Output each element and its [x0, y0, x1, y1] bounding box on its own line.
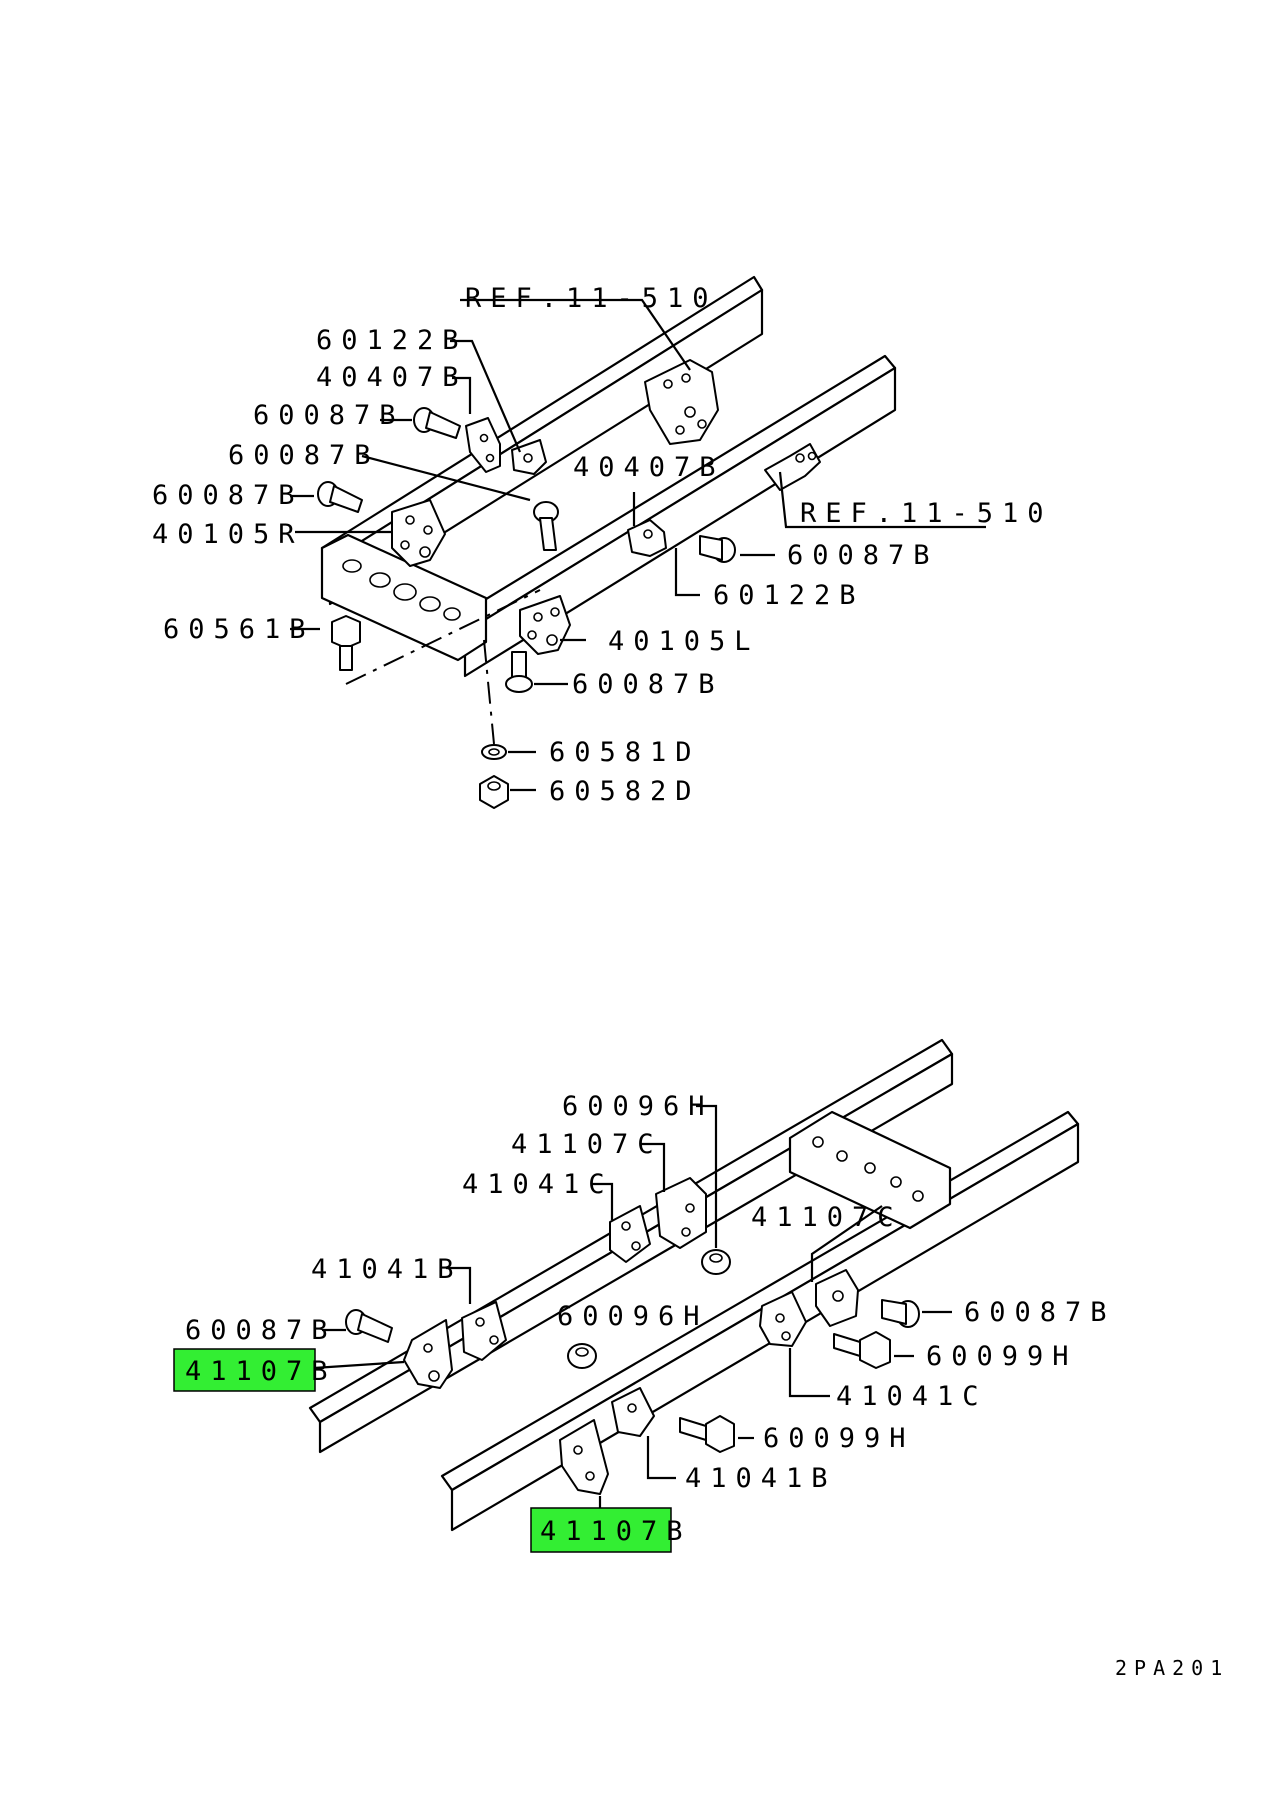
label-ref-top: REF.11-510 — [465, 283, 718, 314]
label-41107C-b: 41107C — [751, 1202, 903, 1233]
bolt-60087B-f — [345, 1309, 393, 1343]
highlight-41107B-b[interactable] — [530, 1507, 672, 1553]
highlight-41107B-a[interactable] — [173, 1348, 316, 1392]
nut-60582D — [479, 775, 509, 809]
label-40105R: 40105R — [152, 519, 304, 550]
bracket-40105L — [519, 595, 571, 655]
label-60087B-c: 60087B — [152, 480, 304, 511]
bracket-40105R — [391, 499, 446, 567]
bottom-leaders — [313, 1104, 952, 1510]
label-60122B-a: 60122B — [316, 325, 468, 356]
washer-60581D — [481, 744, 507, 760]
label-60582D: 60582D — [549, 776, 701, 807]
bolt-60087B-g — [881, 1299, 920, 1328]
bolt-60087B-a — [413, 407, 461, 439]
bolt-60099H-b — [679, 1415, 735, 1453]
label-60087B-g: 60087B — [964, 1297, 1116, 1328]
label-41041C-a: 41041C — [462, 1169, 614, 1200]
label-60581D: 60581D — [549, 737, 701, 768]
bracket-41107B-a — [403, 1319, 453, 1389]
bracket-41041C-a — [609, 1205, 651, 1263]
label-60096H-b: 60096H — [557, 1301, 709, 1332]
bolt-60087B-d — [699, 535, 736, 563]
label-60096H-a: 60096H — [562, 1091, 714, 1122]
bracket-41041B-b — [611, 1387, 655, 1437]
bracket-41041B-a — [461, 1301, 507, 1361]
bolt-60561B — [331, 615, 361, 671]
label-ref-right: REF.11-510 — [800, 498, 1053, 529]
cross-hole-5 — [443, 607, 461, 621]
label-60099H-a: 60099H — [926, 1341, 1078, 1372]
label-41041B-a: 41041B — [311, 1254, 463, 1285]
label-60087B-a: 60087B — [253, 400, 405, 431]
label-40407B-b: 40407B — [573, 452, 725, 483]
label-41107C-a: 41107C — [511, 1129, 663, 1160]
top-assembly: REF.11-510 60122B 40407B 60087B 60087B 6… — [152, 275, 1053, 809]
label-41107B-a[interactable]: 41107B — [185, 1356, 337, 1387]
cross-hole-2 — [369, 572, 391, 588]
bolt-60087B-c — [317, 481, 363, 513]
label-41041B-b: 41041B — [685, 1463, 837, 1494]
nut-60096H-a — [701, 1249, 731, 1275]
frame-rail-right-web — [463, 366, 897, 678]
label-60087B-f: 60087B — [185, 1315, 337, 1346]
bracket-41107C-b — [815, 1269, 859, 1327]
bracket-41107B-b — [559, 1419, 609, 1495]
hanger-40407B-a — [465, 417, 501, 473]
label-41041C-b: 41041C — [836, 1381, 988, 1412]
label-40105L: 40105L — [608, 626, 760, 657]
label-41107B-b[interactable]: 41107B — [540, 1516, 692, 1547]
label-40407B-a: 40407B — [316, 362, 468, 393]
top-leaders — [290, 298, 986, 792]
bracket-60122B-a — [511, 439, 547, 475]
bolt-60087B-e — [505, 651, 533, 693]
cross-hole-4 — [419, 596, 441, 612]
label-60561B: 60561B — [163, 614, 315, 645]
label-60087B-d: 60087B — [787, 540, 939, 571]
diagram-code: 2PA201 — [1115, 1656, 1229, 1680]
assembly-line-2 — [483, 639, 495, 745]
label-60122B-b: 60122B — [713, 580, 865, 611]
ref-bracket-right — [764, 443, 821, 491]
label-60087B-b: 60087B — [228, 440, 380, 471]
bracket-41107C-a — [655, 1177, 707, 1249]
bottom-assembly: 60096H 41107C 41041C 41107C 41041B 60087… — [173, 1038, 1116, 1553]
bolt-60099H-a — [833, 1331, 891, 1369]
assembly-line-1 — [345, 589, 541, 685]
bolt-60087B-b — [533, 501, 559, 551]
ref-bracket-top — [644, 359, 719, 445]
label-60087B-e: 60087B — [572, 669, 724, 700]
nut-60096H-b — [567, 1343, 597, 1369]
cross-hole-1 — [342, 559, 362, 573]
hanger-40407B-b — [627, 519, 667, 557]
cross-hole-3 — [393, 583, 417, 601]
bracket-41041C-b — [759, 1291, 807, 1347]
label-60099H-b: 60099H — [763, 1423, 915, 1454]
